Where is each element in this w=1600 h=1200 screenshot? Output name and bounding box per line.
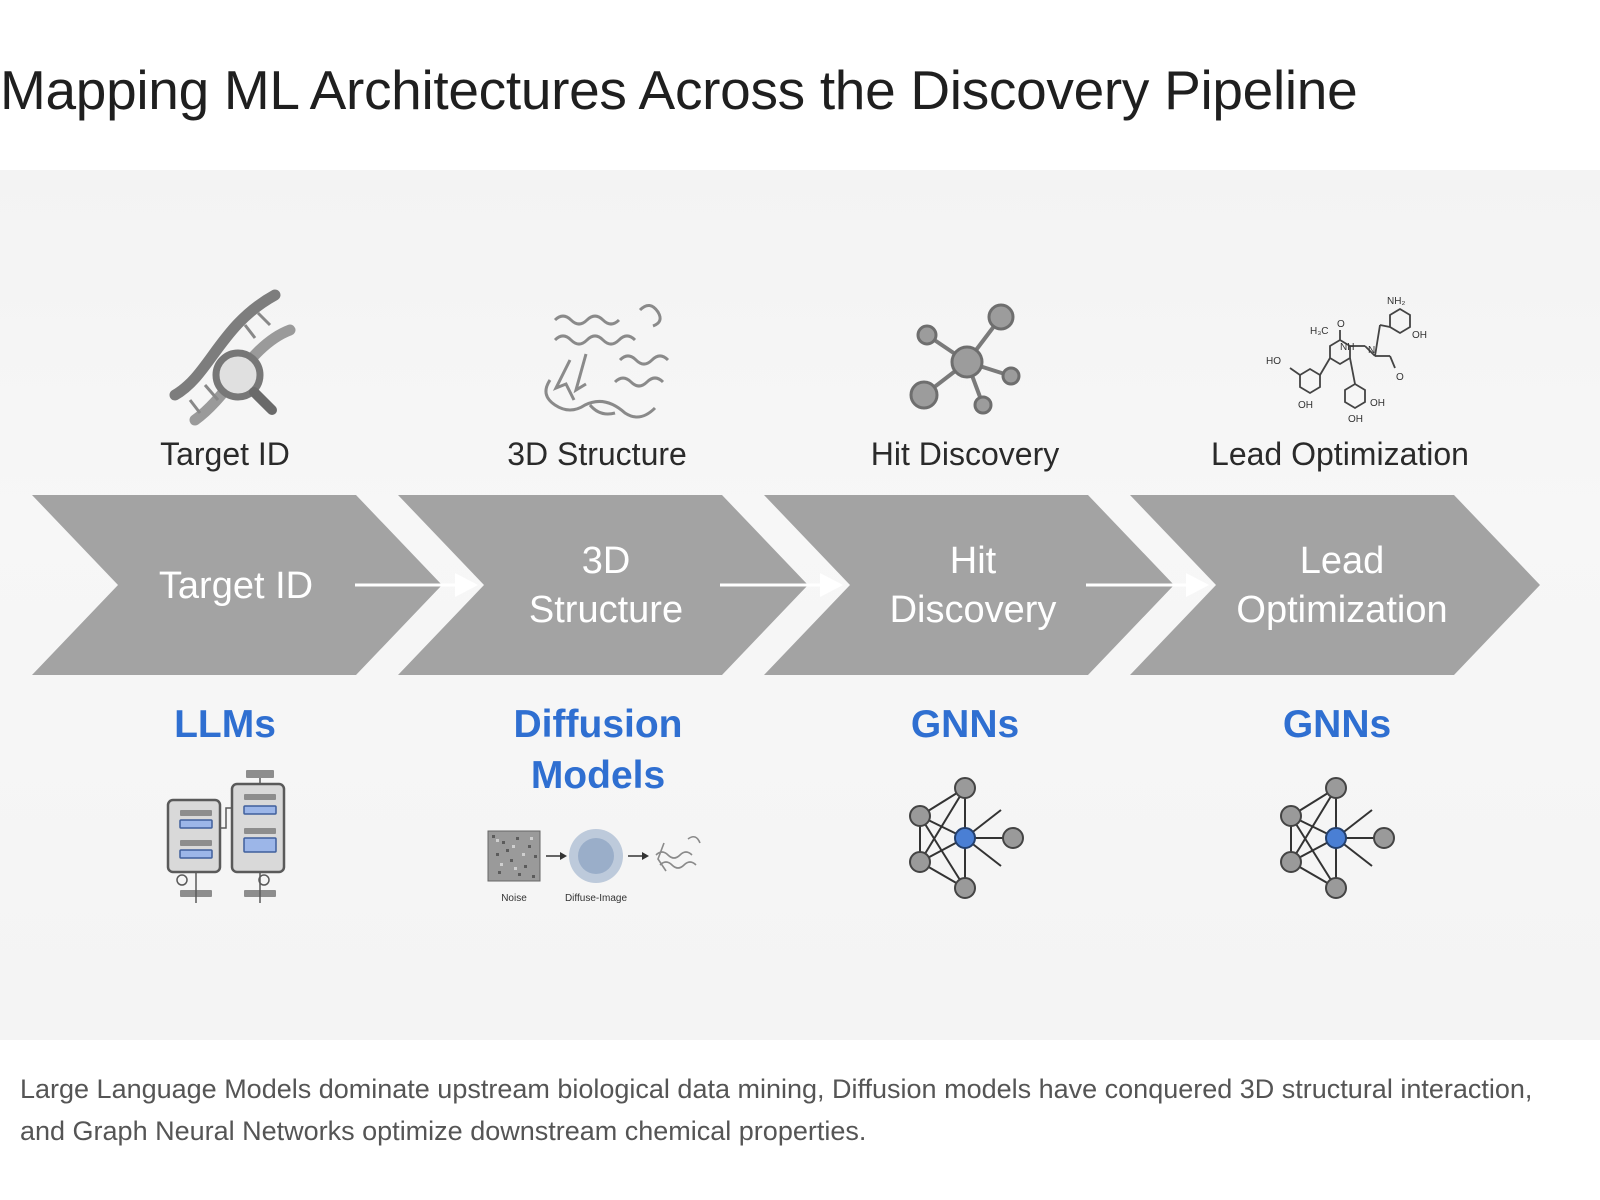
stage-label-lead-optimization: Lead Optimization bbox=[1211, 436, 1469, 472]
chevron-label-hit-line1: Hit bbox=[950, 540, 997, 582]
chem-label-nh2: NH₂ bbox=[1387, 296, 1405, 307]
diffusion-label-noise: Noise bbox=[501, 893, 527, 904]
chevron-label-lead-line2: Optimization bbox=[1236, 589, 1447, 631]
chevron-label-target-id: Target ID bbox=[159, 565, 313, 607]
diffusion-process-icon: Noise Diffuse-Image bbox=[487, 829, 701, 904]
chevron-label-lead-line1: Lead bbox=[1300, 540, 1385, 582]
chevron-label-hit-line2: Discovery bbox=[890, 589, 1057, 631]
chevron-lead-optimization bbox=[1130, 495, 1540, 675]
stage-label-target-id: Target ID bbox=[160, 436, 290, 472]
transformer-architecture-icon bbox=[166, 770, 286, 903]
molecule-network-icon bbox=[909, 303, 1021, 415]
graph-neural-network-icon bbox=[1280, 777, 1395, 899]
diagram-panel: HO OH H₃C NH₂ OH NH N OH OH O O Target I… bbox=[0, 170, 1600, 1040]
chevron-label-3d-line1: 3D bbox=[582, 540, 631, 582]
diffuse-blob bbox=[569, 829, 623, 883]
chem-label-nh: NH bbox=[1340, 342, 1354, 353]
chevron-target-id bbox=[32, 495, 442, 675]
chem-label-o-1: O bbox=[1337, 319, 1345, 330]
chem-label-o-2: O bbox=[1396, 372, 1404, 383]
caption-text: Large Language Models dominate upstream … bbox=[20, 1074, 1533, 1146]
stage-label-3d-structure: 3D Structure bbox=[507, 436, 687, 472]
chem-label-h3c: H₃C bbox=[1310, 326, 1329, 337]
flow-arrows bbox=[355, 573, 1209, 597]
diffusion-label-diffuse-image: Diffuse-Image bbox=[565, 893, 628, 904]
pipeline-diagram: HO OH H₃C NH₂ OH NH N OH OH O O Target I… bbox=[32, 289, 1540, 904]
model-label-diffusion-line1: Diffusion bbox=[514, 703, 683, 746]
chemical-structure-icon: HO OH H₃C NH₂ OH NH N OH OH O O bbox=[1266, 296, 1427, 425]
pipeline-chevrons bbox=[32, 495, 1540, 675]
chevron-hit-discovery bbox=[764, 495, 1174, 675]
chem-label-n: N bbox=[1368, 345, 1375, 356]
model-label-gnns-hit: GNNs bbox=[911, 703, 1019, 746]
chem-label-oh-3: OH bbox=[1370, 398, 1385, 409]
dna-magnifier-icon bbox=[169, 289, 296, 426]
chevron-3d-structure bbox=[398, 495, 808, 675]
chevron-label-3d-line2: Structure bbox=[529, 589, 683, 631]
model-label-gnns-lead: GNNs bbox=[1283, 703, 1391, 746]
chem-label-oh-2: OH bbox=[1412, 330, 1427, 341]
protein-structure-icon bbox=[544, 304, 670, 419]
stage-label-hit-discovery: Hit Discovery bbox=[871, 436, 1059, 472]
chem-label-oh-1: OH bbox=[1298, 400, 1313, 411]
graph-neural-network-icon bbox=[909, 777, 1024, 899]
chem-label-ho: HO bbox=[1266, 356, 1281, 367]
model-label-llms: LLMs bbox=[174, 703, 276, 746]
model-label-diffusion-line2: Models bbox=[531, 754, 665, 797]
chem-label-oh-4: OH bbox=[1348, 414, 1363, 425]
page-title: Mapping ML Architectures Across the Disc… bbox=[0, 59, 1358, 121]
